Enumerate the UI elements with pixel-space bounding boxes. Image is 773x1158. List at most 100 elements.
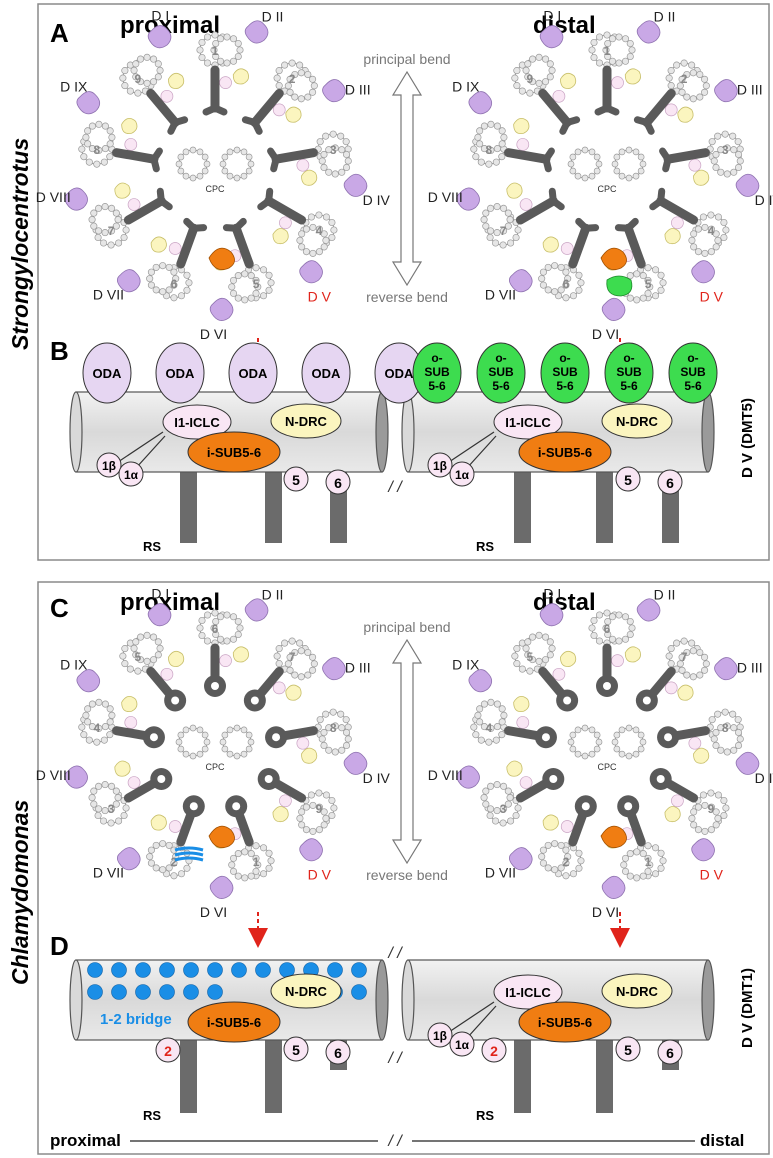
doublet-microtubule bbox=[273, 637, 318, 681]
radial-spoke-head bbox=[241, 116, 263, 135]
doublet-label: D I bbox=[151, 7, 169, 23]
inner-dynein-arm bbox=[513, 118, 530, 134]
osub-label: 5-6 bbox=[684, 379, 702, 393]
doublet-microtubule bbox=[470, 120, 508, 168]
doublet-microtubule bbox=[314, 130, 352, 178]
i1-dynein bbox=[671, 216, 684, 230]
radial-spoke bbox=[568, 223, 591, 269]
central-pair: CPC bbox=[567, 146, 647, 194]
doublet-label: D II bbox=[654, 8, 676, 24]
i1-dynein bbox=[219, 654, 232, 667]
doublet-unit: 5D IX bbox=[452, 603, 579, 712]
bridge-highlight bbox=[174, 856, 204, 862]
doublet-microtubule bbox=[119, 631, 164, 675]
inner-dynein-arm bbox=[285, 106, 302, 123]
doublet-label: D I bbox=[151, 585, 169, 601]
rs-stalk bbox=[180, 1035, 197, 1113]
inner-dynein-arm bbox=[542, 814, 559, 831]
ndrc-label: N-DRC bbox=[285, 984, 327, 999]
doublet-microtubule bbox=[706, 708, 744, 756]
outer-dynein-arm bbox=[691, 260, 715, 284]
bridge-dot bbox=[183, 984, 199, 1000]
doublet-microtubule bbox=[196, 609, 244, 647]
principal-bend-label-top: principal bend bbox=[363, 51, 450, 67]
radial-spoke-head bbox=[649, 187, 666, 211]
doublet-unit: 8D VIII bbox=[36, 91, 163, 205]
outer-dynein-arm bbox=[714, 657, 738, 681]
radial-spoke bbox=[271, 148, 318, 164]
outer-dynein-arm bbox=[117, 269, 141, 293]
doublet-number: 6 bbox=[604, 622, 611, 636]
i1-iclc-label: I1-ICLC bbox=[505, 415, 551, 430]
doublet-number: 1 bbox=[253, 855, 260, 869]
doublet-label: D VII bbox=[93, 865, 124, 881]
bridge-dot bbox=[135, 962, 151, 978]
o-sub-highlight bbox=[606, 275, 633, 297]
outer-dynein-arm bbox=[456, 765, 480, 789]
inner-dynein-arm bbox=[693, 169, 710, 186]
one-beta-label: 1β bbox=[102, 459, 116, 473]
one-alpha-circle bbox=[449, 1031, 475, 1057]
doublet-label: D I bbox=[543, 585, 561, 601]
doublet-number: 1 bbox=[604, 44, 611, 58]
doublet-microtubule bbox=[296, 211, 338, 257]
i1-iclc-label: I1-ICLC bbox=[505, 985, 551, 1000]
cpc-label: CPC bbox=[205, 762, 225, 772]
radial-spoke bbox=[623, 223, 646, 269]
bridge-dot bbox=[255, 962, 271, 978]
doublet-number: 8 bbox=[722, 721, 729, 735]
i1-dynein bbox=[664, 103, 678, 117]
radial-spoke-head bbox=[267, 147, 280, 173]
osub-label: 5-6 bbox=[492, 379, 510, 393]
outer-dynein-arm bbox=[714, 79, 738, 103]
i1-dynein bbox=[168, 820, 182, 833]
doublet-microtubule bbox=[78, 698, 116, 746]
doublet-number: 4 bbox=[316, 224, 323, 238]
i1-dynein bbox=[279, 216, 292, 230]
radial-spoke-head bbox=[659, 147, 672, 173]
i1-dynein bbox=[124, 138, 138, 151]
panel-d: / / / / 1-2 bridge N-DRC i-SUB5-6 2 5 6 … bbox=[50, 945, 756, 1150]
doublet-unit: 2D II bbox=[633, 8, 738, 135]
radial-spoke-head bbox=[548, 187, 565, 211]
two-circle bbox=[155, 1037, 181, 1063]
inner-dynein-arm bbox=[272, 228, 289, 245]
five-circle bbox=[283, 466, 309, 492]
osub-label: SUB bbox=[552, 365, 578, 379]
outer-dynein-arm bbox=[343, 751, 368, 775]
doublet-microtubule bbox=[538, 840, 585, 880]
doublet-number: 6 bbox=[563, 277, 570, 291]
doublet-unit: 9D IV bbox=[649, 768, 773, 862]
rs-stalk bbox=[596, 465, 613, 543]
osub-label: SUB bbox=[680, 365, 706, 379]
outer-dynein-arm bbox=[509, 847, 533, 871]
doublet-microtubule bbox=[665, 637, 710, 681]
cpc-label: CPC bbox=[597, 184, 617, 194]
bridge-dot bbox=[135, 984, 151, 1000]
doublet-number: 7 bbox=[108, 224, 115, 238]
rs-label: RS bbox=[476, 539, 494, 554]
i1-dynein bbox=[168, 242, 182, 255]
five-label: 5 bbox=[624, 472, 632, 488]
oda-label: ODA bbox=[166, 366, 196, 381]
radial-spoke bbox=[231, 223, 254, 269]
osub-label: o- bbox=[431, 351, 442, 365]
inner-dynein-arm bbox=[513, 696, 530, 712]
doublet-label: D VI bbox=[592, 326, 619, 342]
osub-label: 5-6 bbox=[620, 379, 638, 393]
six-label: 6 bbox=[334, 1045, 342, 1061]
doublet-unit: 7D II bbox=[243, 586, 346, 712]
doublet-microtubule bbox=[228, 264, 275, 304]
radial-spoke bbox=[123, 196, 166, 225]
inner-dynein-arm bbox=[114, 760, 131, 777]
doublet-label: D VII bbox=[485, 865, 516, 881]
ndrc-ellipse bbox=[270, 973, 342, 1009]
outer-dynein-arm bbox=[147, 603, 172, 627]
bridge-dot bbox=[87, 962, 103, 978]
i1-dynein bbox=[688, 736, 702, 750]
i1-dynein bbox=[516, 138, 530, 151]
doublet-unit: 4D IV bbox=[257, 187, 391, 284]
doublet-label: D IV bbox=[363, 770, 391, 786]
doublet-number: 7 bbox=[681, 650, 688, 664]
